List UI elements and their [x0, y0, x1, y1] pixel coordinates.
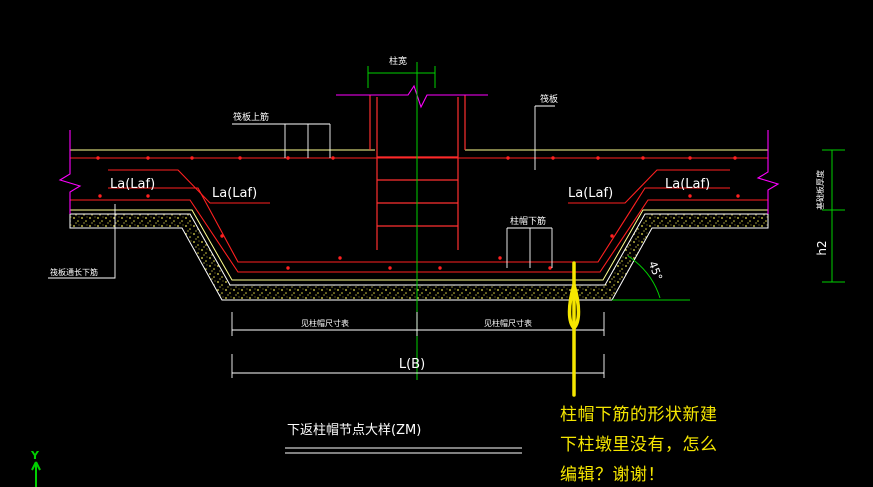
user-markup-sketch [567, 261, 581, 397]
slab-bottom-rebar-leader [48, 204, 116, 279]
slab-top-rebar-leader [232, 123, 331, 158]
column-width-label: 柱宽 [389, 55, 407, 67]
right-height-dimensions [822, 149, 845, 283]
ucs-axis-icon [31, 461, 41, 487]
question-note-line-1: 柱帽下筋的形状新建 [560, 405, 718, 425]
total-dimension-label: L(B) [399, 357, 425, 372]
title-underline [285, 447, 522, 454]
bottom-dimensions [231, 312, 605, 378]
cap-bottom-rebar-label: 柱帽下筋 [510, 215, 546, 227]
rebar-lines [70, 157, 768, 273]
angle-label: 45° [646, 259, 665, 282]
cap-bottom-rebar-leader [506, 227, 553, 268]
ucs-axis-label: Y [30, 449, 40, 462]
slab-thickness-label: 基础板厚度 [815, 170, 825, 210]
cushion-layer [69, 213, 769, 301]
cap-dimension-left-label: 见柱帽尺寸表 [301, 318, 349, 328]
anchor-label-right-2: La(Laf) [665, 177, 710, 192]
question-note-line-2: 下柱墩里没有，怎么 [560, 435, 718, 455]
column-width-dimension [367, 66, 436, 88]
angle-mark [612, 255, 690, 301]
cap-dimension-right-label: 见柱帽尺寸表 [484, 318, 532, 328]
slab-label: 筏板 [540, 93, 558, 105]
slab-bottom-rebar-label: 筏板通长下筋 [50, 267, 98, 277]
slab-top-rebar-label: 筏板上筋 [233, 111, 269, 123]
drawing-title: 下返柱帽节点大样(ZM) [287, 422, 421, 438]
rebar-dots [96, 156, 740, 270]
question-note-line-3: 编辑？谢谢！ [560, 465, 665, 485]
slab-leader [534, 105, 555, 170]
anchor-label-right-1: La(Laf) [568, 186, 613, 201]
anchor-label-left-2: La(Laf) [212, 186, 257, 201]
anchor-label-left-1: La(Laf) [110, 177, 155, 192]
h2-label: h2 [815, 240, 829, 255]
